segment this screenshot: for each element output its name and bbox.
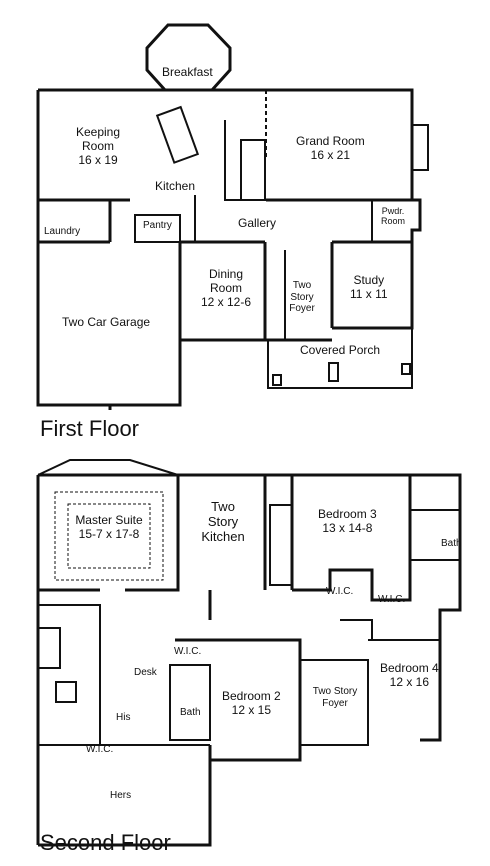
room-foyer: Two Story Foyer bbox=[280, 280, 324, 315]
room-name: Bedroom 2 bbox=[222, 689, 281, 703]
room-porch: Covered Porch bbox=[300, 343, 381, 358]
room-wic-3b: W.I.C. bbox=[378, 594, 405, 606]
room-bath-mid: Bath bbox=[180, 707, 201, 719]
room-size: 15-7 x 17-8 bbox=[78, 526, 140, 541]
room-name: Master Suite bbox=[75, 513, 143, 527]
room-master: Master Suite 15-7 x 17-8 bbox=[74, 513, 144, 542]
room-size: 12 x 15 bbox=[231, 702, 272, 717]
room-name: Hers bbox=[110, 790, 132, 801]
room-name: Bath bbox=[441, 538, 462, 549]
room-dining: Dining Room 12 x 12-6 bbox=[196, 267, 256, 309]
room-name: Bath bbox=[180, 707, 201, 718]
room-name: Grand Room bbox=[296, 134, 365, 148]
room-name: Two Car Garage bbox=[62, 315, 151, 329]
room-wic-3a: W.I.C. bbox=[326, 586, 353, 598]
room-name: Breakfast bbox=[162, 65, 213, 79]
room-name: W.I.C. bbox=[326, 586, 354, 597]
room-desk: Desk bbox=[134, 667, 157, 679]
room-keeping: Keeping Room 16 x 19 bbox=[68, 125, 128, 167]
porch-outline bbox=[267, 328, 413, 389]
room-size: 12 x 16 bbox=[389, 674, 430, 689]
room-wic-master: W.I.C. bbox=[86, 744, 113, 756]
room-name: Two Story Foyer bbox=[312, 686, 358, 709]
room-bedroom-2: Bedroom 2 12 x 15 bbox=[222, 689, 281, 718]
room-name: Two Story Foyer bbox=[289, 280, 315, 314]
room-name: Dining Room bbox=[208, 267, 244, 295]
room-gallery: Gallery bbox=[238, 216, 277, 231]
breakfast-bay-wall bbox=[145, 23, 232, 92]
room-name: Bedroom 3 bbox=[318, 507, 377, 521]
room-foyer-2: Two Story Foyer bbox=[306, 686, 364, 709]
room-name: Pantry bbox=[143, 220, 172, 231]
room-wic-mid: W.I.C. bbox=[174, 646, 201, 658]
room-garage: Two Car Garage bbox=[62, 315, 151, 330]
room-study: Study 11 x 11 bbox=[350, 273, 388, 302]
room-name: Pwdr. Room bbox=[380, 206, 405, 227]
room-name: Laundry bbox=[44, 226, 81, 237]
room-name: His bbox=[116, 712, 131, 723]
second-floor-title: Second Floor bbox=[40, 830, 171, 855]
room-name: Gallery bbox=[238, 216, 277, 230]
room-size: 16 x 21 bbox=[310, 147, 351, 162]
room-kitchen: Kitchen bbox=[155, 179, 196, 194]
room-name: W.I.C. bbox=[86, 744, 114, 755]
room-breakfast: Breakfast bbox=[162, 65, 213, 80]
room-bedroom-4: Bedroom 4 12 x 16 bbox=[380, 661, 439, 690]
second-floor-outer-wall bbox=[36, 473, 462, 742]
room-his: His bbox=[116, 712, 130, 724]
room-size: 11 x 11 bbox=[350, 286, 388, 301]
room-laundry: Laundry bbox=[44, 226, 80, 238]
room-bedroom-3: Bedroom 3 13 x 14-8 bbox=[318, 507, 377, 536]
room-two-story-kitchen: Two Story Kitchen bbox=[198, 499, 248, 545]
room-name: Kitchen bbox=[155, 179, 196, 193]
room-pwdr: Pwdr. Room bbox=[376, 206, 410, 227]
room-name: Keeping Room bbox=[75, 125, 121, 153]
room-name: Desk bbox=[134, 667, 157, 678]
room-hers: Hers bbox=[110, 790, 131, 802]
first-floor-outer-wall bbox=[38, 88, 422, 330]
room-name: Two Story Kitchen bbox=[201, 499, 245, 544]
room-size: 12 x 12-6 bbox=[200, 294, 252, 309]
room-pantry: Pantry bbox=[143, 220, 172, 232]
room-grand: Grand Room 16 x 21 bbox=[296, 134, 365, 163]
room-name: Study bbox=[353, 273, 385, 287]
room-bath-right: Bath bbox=[441, 538, 462, 550]
room-size: 16 x 19 bbox=[78, 152, 118, 167]
room-name: Bedroom 4 bbox=[380, 661, 439, 675]
room-name: W.I.C. bbox=[378, 594, 406, 605]
first-floor-title: First Floor bbox=[40, 416, 139, 441]
room-name: W.I.C. bbox=[174, 646, 202, 657]
room-name: Covered Porch bbox=[300, 343, 381, 357]
room-size: 13 x 14-8 bbox=[322, 520, 373, 535]
